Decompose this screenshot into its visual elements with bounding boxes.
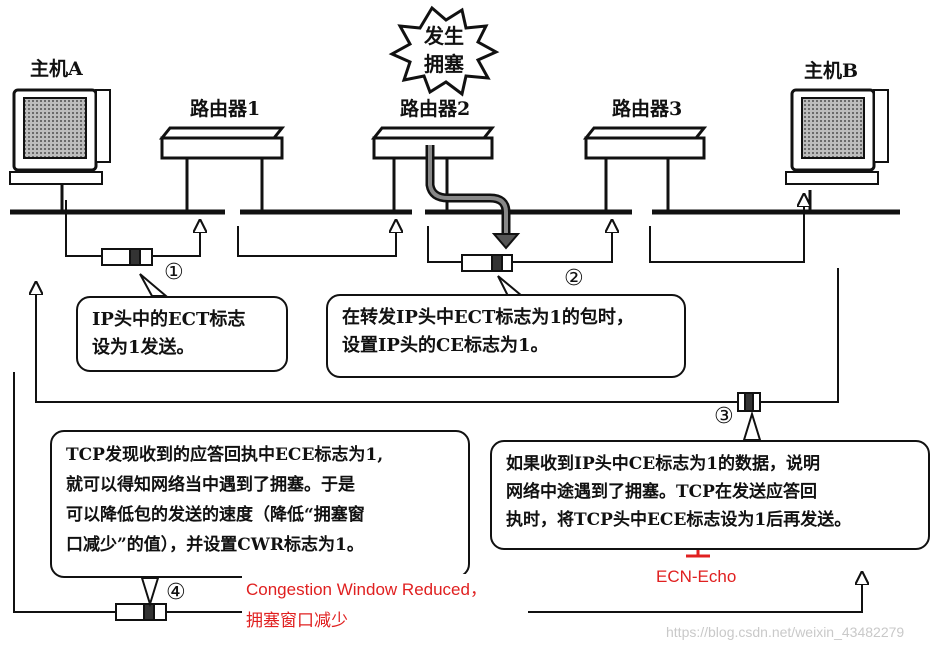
congestion-line-2: 拥塞: [424, 52, 464, 76]
packet-step2: [461, 254, 513, 272]
router-3-label: 路由器3: [612, 98, 683, 120]
cwr-annotation-line-2: 拥塞窗口减少: [246, 611, 348, 630]
callout-step-3: 如果收到IP头中CE标志为1的数据，说明 网络中途遇到了拥塞。TCP在发送应答回…: [490, 440, 930, 550]
step-4-marker: ④: [166, 580, 186, 605]
packet-step1: [101, 248, 153, 266]
callout-step-2: 在转发IP头中ECT标志为1的包时， 设置IP头的CE标志为1。: [326, 294, 686, 378]
host-b-computer-icon: [785, 88, 889, 185]
step-2-marker: ②: [564, 266, 584, 291]
callout-step-1-line-2: 设为1发送。: [92, 337, 195, 358]
callout-pointer-3: [742, 410, 762, 441]
watermark: https://blog.csdn.net/weixin_43482279: [666, 624, 905, 640]
host-b-label: 主机B: [804, 60, 859, 82]
packet-step3: [737, 392, 761, 412]
connector-lines: [60, 158, 812, 212]
ack-return-arrow: [36, 268, 839, 403]
router-3-icon: [582, 126, 708, 160]
congestion-burst-icon: [388, 5, 500, 97]
flow-arrow-r2-r3: [427, 226, 612, 263]
callout-step-1-line-1: IP头中的ECT标志: [92, 309, 246, 330]
callout-step-4-line-1: TCP发现收到的应答回执中ECE标志为1,: [66, 445, 384, 465]
callout-step-4: TCP发现收到的应答回执中ECE标志为1, 就可以得知网络当中遇到了拥塞。于是 …: [50, 430, 470, 578]
router-2-icon: [370, 126, 496, 160]
packet-step4: [115, 603, 167, 621]
flow-arrow-r1-r2: [237, 226, 396, 257]
congestion-label: 发生 拥塞: [412, 22, 476, 78]
step-3-marker: ③: [714, 404, 734, 429]
callout-step-2-line-1: 在转发IP头中ECT标志为1的包时，: [342, 307, 634, 328]
congestion-line-1: 发生: [424, 24, 464, 48]
router-1-icon: [158, 126, 286, 160]
cwr-annotation-line-1: Congestion Window Reduced，: [246, 580, 487, 599]
flow-arrow-step1: [65, 200, 200, 257]
callout-step-4-line-2: 就可以得知网络当中遇到了拥塞。于是: [66, 475, 355, 495]
callout-step-3-line-2: 网络中途遇到了拥塞。TCP在发送应答回: [506, 482, 817, 502]
flow-arrow-r3-b: [649, 200, 804, 263]
step-1-marker: ①: [164, 260, 184, 285]
callout-step-4-line-4: 口减少”的值），并设置CWR标志为1。: [66, 535, 364, 555]
callout-step-4-line-3: 可以降低包的发送的速度（降低“拥塞窗: [66, 505, 365, 525]
router-2-label: 路由器2: [400, 98, 471, 120]
cwr-annotation-backdrop: [242, 574, 528, 644]
callout-step-3-line-1: 如果收到IP头中CE标志为1的数据，说明: [506, 454, 821, 474]
host-a-label: 主机A: [30, 58, 83, 80]
callout-pointer-4: [140, 577, 160, 608]
callout-step-3-line-3: 执时，将TCP头中ECE标志设为1后再发送。: [506, 510, 852, 530]
ece-annotation: ECN-Echo: [656, 567, 737, 586]
congestion-arrow-head: [491, 233, 521, 250]
callout-step-1: IP头中的ECT标志 设为1发送。: [76, 296, 288, 372]
host-a-computer-icon: [9, 88, 111, 185]
callout-pointer-1: [139, 273, 169, 297]
router-1-label: 路由器1: [190, 98, 261, 120]
callout-step-2-line-2: 设置IP头的CE标志为1。: [342, 335, 549, 356]
callout-pointer-2: [497, 275, 525, 297]
